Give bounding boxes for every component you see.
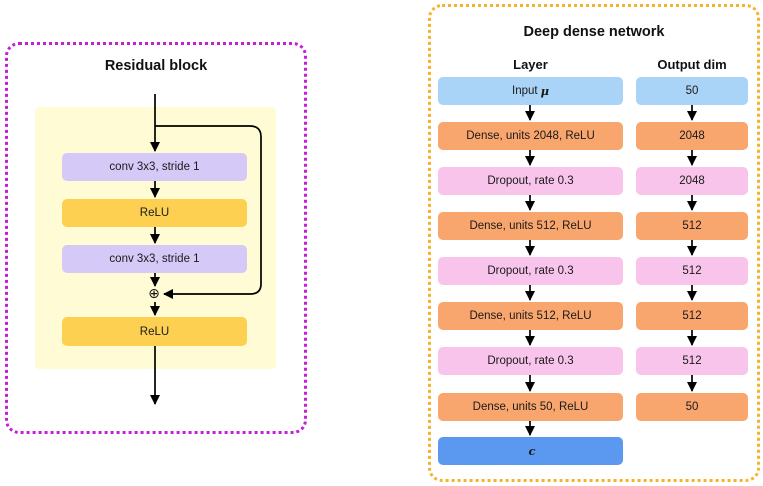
- residual-conv-1: conv 3x3, stride 1: [62, 153, 247, 181]
- dropout-dim-1: 2048: [636, 167, 748, 195]
- output-dim-column-header: Output dim: [657, 57, 727, 72]
- dropout-dim-2: 512: [636, 257, 748, 285]
- residual-relu-final: ReLU: [62, 317, 247, 346]
- dense-dim-3: 512: [636, 302, 748, 330]
- dropout-layer-1: Dropout, rate 0.3: [438, 167, 623, 195]
- dense-dim-2: 512: [636, 212, 748, 240]
- dense-network-panel: [428, 4, 760, 482]
- input-dim-box: 50: [636, 77, 748, 105]
- dense-layer-1: Dense, units 2048, ReLU: [438, 122, 623, 150]
- layer-column-header: Layer: [513, 57, 548, 72]
- dense-layer-2: Dense, units 512, ReLU: [438, 212, 623, 240]
- residual-block-title: Residual block: [104, 58, 208, 74]
- dense-dim-1: 2048: [636, 122, 748, 150]
- residual-block-panel: [5, 42, 307, 434]
- input-layer-box: Input μ: [438, 77, 623, 105]
- dense-layer-3: Dense, units 512, ReLU: [438, 302, 623, 330]
- residual-skip-connection: [155, 125, 262, 300]
- dropout-layer-2: Dropout, rate 0.3: [438, 257, 623, 285]
- dropout-dim-3: 512: [636, 347, 748, 375]
- dropout-layer-3: Dropout, rate 0.3: [438, 347, 623, 375]
- residual-relu-1: ReLU: [62, 199, 247, 227]
- dense-network-title: Deep dense network: [523, 24, 665, 40]
- residual-conv-2: conv 3x3, stride 1: [62, 245, 247, 273]
- output-symbol-c: c: [528, 444, 536, 458]
- output-c-box: c: [438, 437, 623, 465]
- input-symbol-mu: μ: [540, 84, 549, 98]
- input-layer-label: Input: [512, 85, 538, 97]
- dense-dim-4: 50: [636, 393, 748, 421]
- dense-layer-4: Dense, units 50, ReLU: [438, 393, 623, 421]
- residual-add-symbol: ⊕: [148, 286, 160, 302]
